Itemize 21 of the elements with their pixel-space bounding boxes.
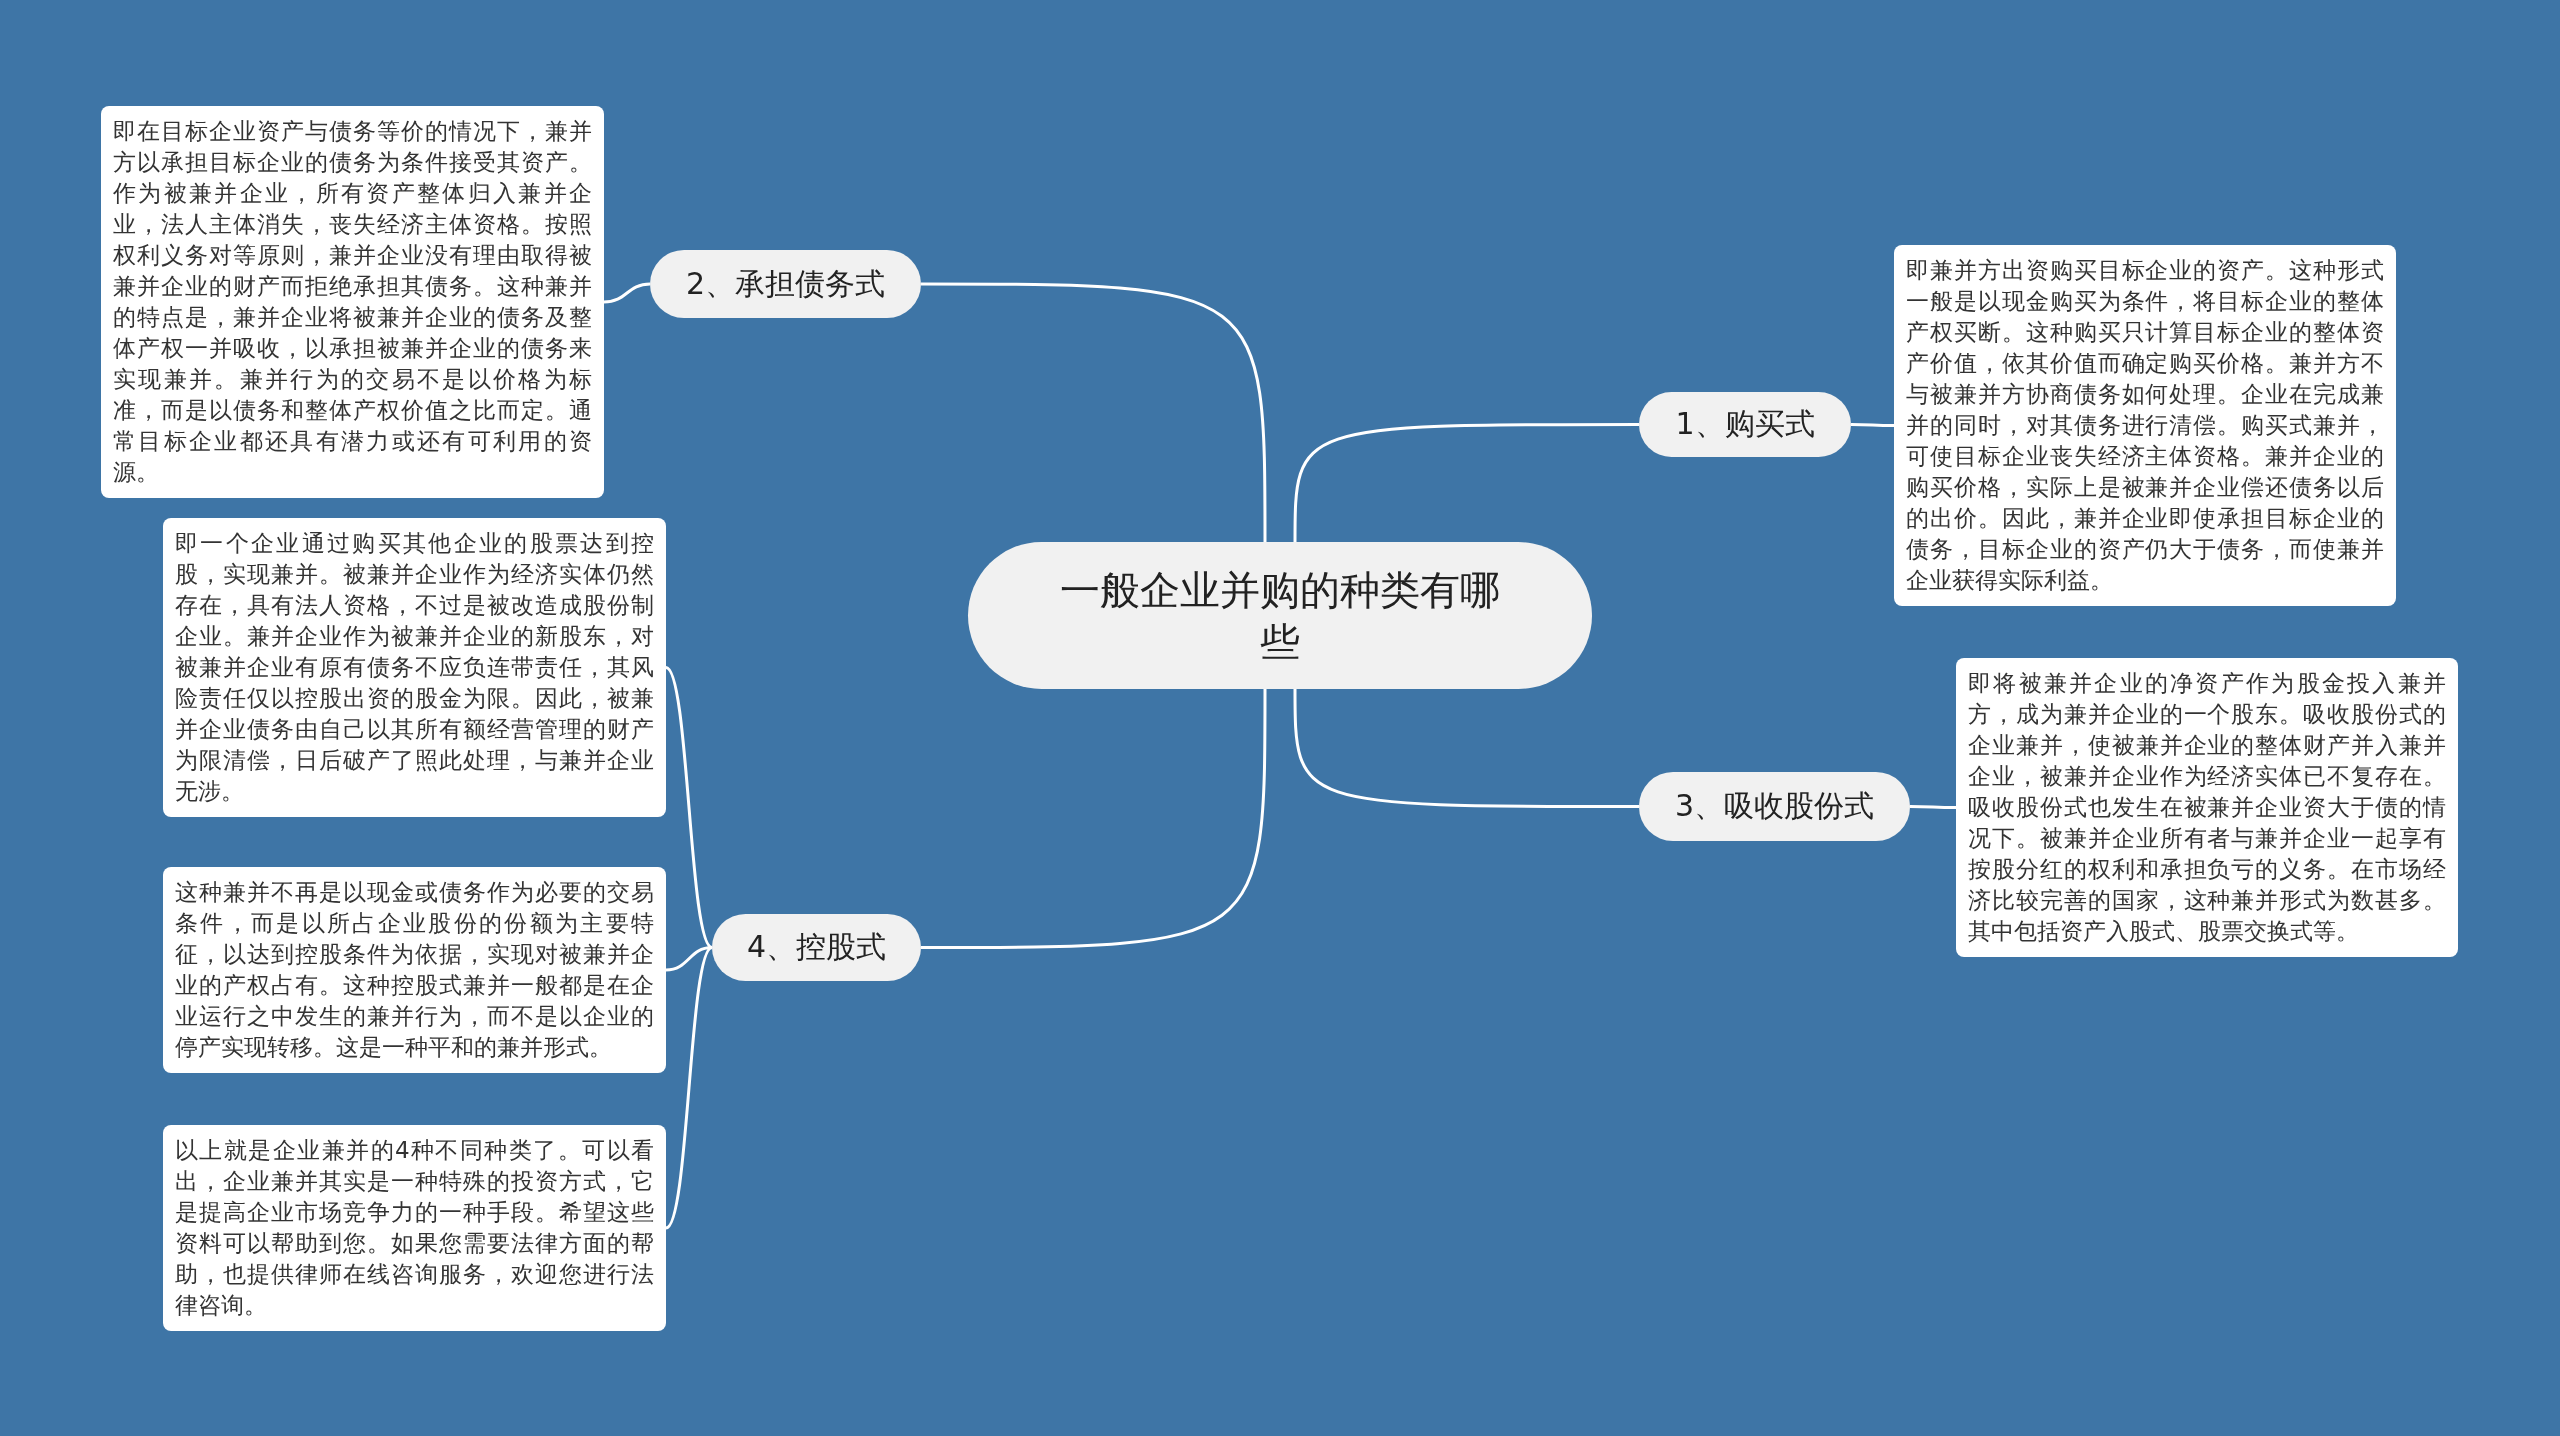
connector-line [603, 282, 651, 304]
connector-line [664, 666, 714, 949]
connector-line [1293, 423, 1639, 542]
connector-line [921, 689, 1267, 949]
note-card: 即一个企业通过购买其他企业的股票达到控股，实现兼并。被兼并企业作为经济实体仍然存在，具有法人资格，不过是被改造成股份制企业。兼并企业作为被兼并企业的新股东，对被兼并企业有原有债务不应负连带责任，其风险责任仅以控股出资的股金为限。因此，被兼并企业债务由自己以其所有额经营管理的财产为限清偿，日后破产了照此处理，与兼并企业无涉。 [163, 518, 666, 817]
central-topic: 一般企业并购的种类有哪些 [968, 542, 1592, 689]
connector-line [664, 946, 714, 1230]
connector-line [665, 946, 713, 972]
branch-topic: 2、承担债务式 [650, 250, 921, 318]
branch-topic: 1、购买式 [1639, 392, 1851, 457]
connector-line [1910, 805, 1956, 809]
branch-topic: 3、吸收股份式 [1639, 772, 1910, 841]
connector-line [1293, 689, 1639, 808]
note-card: 这种兼并不再是以现金或债务作为必要的交易条件，而是以所占企业股份的份额为主要特征，以达到控股条件为依据，实现对被兼并企业的产权占有。这种控股式兼并一般都是在企业运行之中发生的兼并行为，而不是以企业的停产实现转移。这是一种平和的兼并形式。 [163, 867, 666, 1073]
note-card: 即兼并方出资购买目标企业的资产。这种形式一般是以现金购买为条件，将目标企业的整体产权买断。这种购买只计算目标企业的整体资产价值，依其价值而确定购买价格。兼并方不与被兼并方协商债务如何处理。企业在完成兼并的同时，对其债务进行清偿。购买式兼并，可使目标企业丧失经济主体资格。兼并企业的购买价格，实际上是被兼并企业偿还债务以后的出价。因此，兼并企业即使承担目标企业的债务，目标企业的资产仍大于债务，而使兼并企业获得实际利益。 [1894, 245, 2396, 606]
branch-topic: 4、控股式 [712, 914, 921, 981]
note-card: 以上就是企业兼并的4种不同种类了。可以看出，企业兼并其实是一种特殊的投资方式，它是提高企业市场竞争力的一种手段。希望这些资料可以帮助到您。如果您需要法律方面的帮助，也提供律师在线咨询服务，欢迎您进行法律咨询。 [163, 1125, 666, 1331]
note-card: 即将被兼并企业的净资产作为股金投入兼并方，成为兼并企业的一个股东。吸收股份式的企业兼并，使被兼并企业的整体财产并入兼并企业，被兼并企业作为经济实体已不复存在。吸收股份式也发生在被兼并企业资大于债的情况下。被兼并企业所有者与兼并企业一起享有按股分红的权利和承担负亏的义务。在市场经济比较完善的国家，这种兼并形式为数甚多。其中包括资产入股式、股票交换式等。 [1956, 658, 2458, 957]
connector-line [921, 282, 1267, 542]
connector-line [1851, 423, 1894, 427]
note-card: 即在目标企业资产与债务等价的情况下，兼并方以承担目标企业的债务为条件接受其资产。作为被兼并企业，所有资产整体归入兼并企业，法人主体消失，丧失经济主体资格。按照权利义务对等原则，兼并企业没有理由取得被兼并企业的财产而拒绝承担其债务。这种兼并的特点是，兼并企业将被兼并企业的债务及整体产权一并吸收，以承担被兼并企业的债务来实现兼并。兼并行为的交易不是以价格为标准，而是以债务和整体产权价值之比而定。通常目标企业都还具有潜力或还有可利用的资源。 [101, 106, 604, 498]
